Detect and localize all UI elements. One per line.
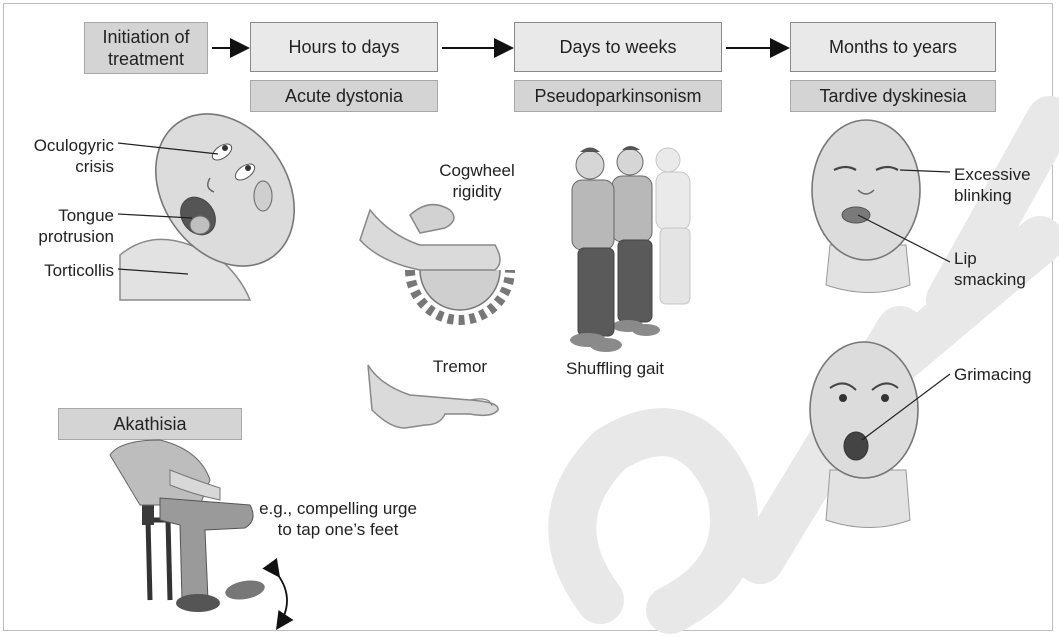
label-akathisia-example: e.g., compelling urge to tap one’s feet <box>228 498 448 540</box>
